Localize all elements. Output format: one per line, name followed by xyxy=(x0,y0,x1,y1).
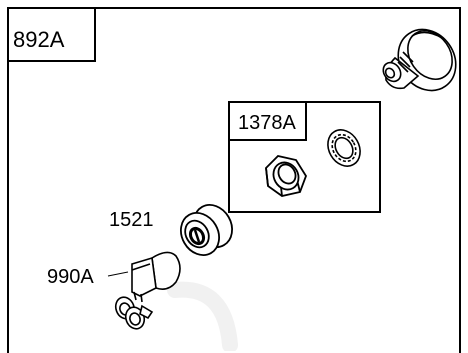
part-label-990a: 990A xyxy=(47,266,94,288)
diagram-frame xyxy=(7,7,461,353)
ignition-key-icon xyxy=(114,251,181,330)
title-box xyxy=(7,7,96,62)
lock-nut-icon xyxy=(266,155,306,196)
retaining-ring-icon xyxy=(327,129,361,167)
diagram-title: 892A xyxy=(13,27,65,52)
ignition-switch-icon xyxy=(180,204,233,256)
part-label-1521: 1521 xyxy=(109,209,154,231)
kit-box-1378a xyxy=(228,101,381,213)
ignition-switch-housing-icon xyxy=(382,28,457,92)
watermark xyxy=(167,281,238,351)
part-label-1378a: 1378A xyxy=(238,112,296,134)
leader-line-990a xyxy=(107,271,129,277)
